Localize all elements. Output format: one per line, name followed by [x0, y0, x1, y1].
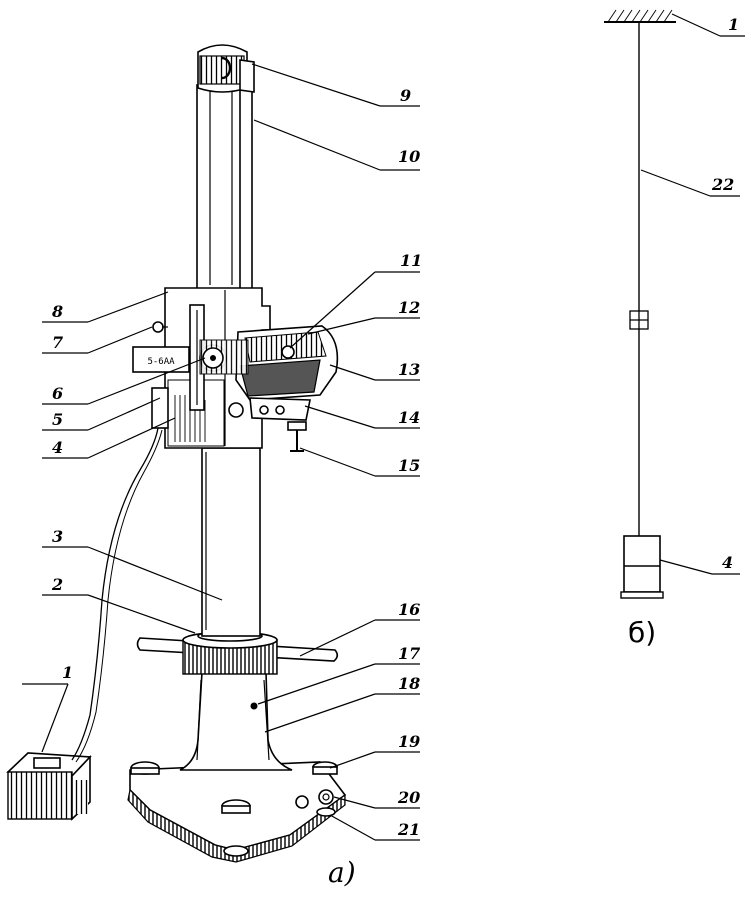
label-4: 4 [52, 438, 63, 457]
label-b-1: 1 [728, 15, 739, 34]
label-7: 7 [52, 333, 63, 352]
leveling-foot-back-left [130, 761, 160, 775]
wire-clamp [629, 310, 649, 330]
label-19: 19 [398, 732, 420, 751]
base-knob-front-right [295, 789, 334, 809]
leveling-foot-right [312, 761, 338, 775]
caption-b: б) [628, 616, 656, 649]
release-pin [287, 421, 307, 452]
caption-a: а) [328, 856, 356, 889]
label-18: 18 [398, 674, 420, 693]
label-21: 21 [397, 820, 420, 839]
leveling-foot-bottom [223, 845, 249, 857]
leveling-foot-front [221, 799, 251, 814]
suspended-load [620, 535, 664, 599]
main-column [201, 447, 261, 637]
leaders-a: 1 2 3 4 5 6 7 8 9 10 11 12 13 14 15 16 1 [22, 63, 422, 841]
label-9: 9 [400, 86, 411, 105]
upper-guide-column [196, 64, 253, 291]
label-20: 20 [397, 788, 420, 807]
label-10: 10 [398, 147, 420, 166]
power-cable [71, 427, 159, 761]
base-foot-under-right [316, 807, 336, 817]
label-12: 12 [398, 298, 420, 317]
label-1: 1 [62, 663, 73, 682]
label-8: 8 [51, 302, 63, 321]
counter-display: 5-6АА [132, 346, 190, 373]
release-mechanism [199, 325, 339, 421]
ceiling-support [604, 9, 676, 23]
label-b-4: 4 [722, 553, 733, 572]
pedestal-screw [250, 702, 258, 710]
schematic-drawing [604, 9, 676, 599]
label-2: 2 [51, 575, 63, 594]
adjustment-screw [152, 321, 168, 333]
pedestal [179, 671, 293, 771]
label-3: 3 [52, 527, 63, 546]
leaders-b: 1 22 4 [640, 13, 745, 575]
clamp-ring [182, 630, 278, 675]
label-16: 16 [398, 600, 420, 619]
label-6: 6 [52, 384, 63, 403]
column-top-cap [197, 44, 255, 93]
apparatus-drawing: 5-6АА [6, 44, 347, 863]
label-14: 14 [398, 408, 420, 427]
label-11: 11 [400, 251, 422, 270]
counter-display-text: 5-6АА [147, 357, 175, 367]
label-5: 5 [52, 410, 63, 429]
label-17: 17 [398, 644, 420, 663]
label-15: 15 [398, 456, 420, 475]
power-supply [6, 752, 92, 821]
label-13: 13 [398, 360, 420, 379]
label-b-22: 22 [711, 175, 734, 194]
